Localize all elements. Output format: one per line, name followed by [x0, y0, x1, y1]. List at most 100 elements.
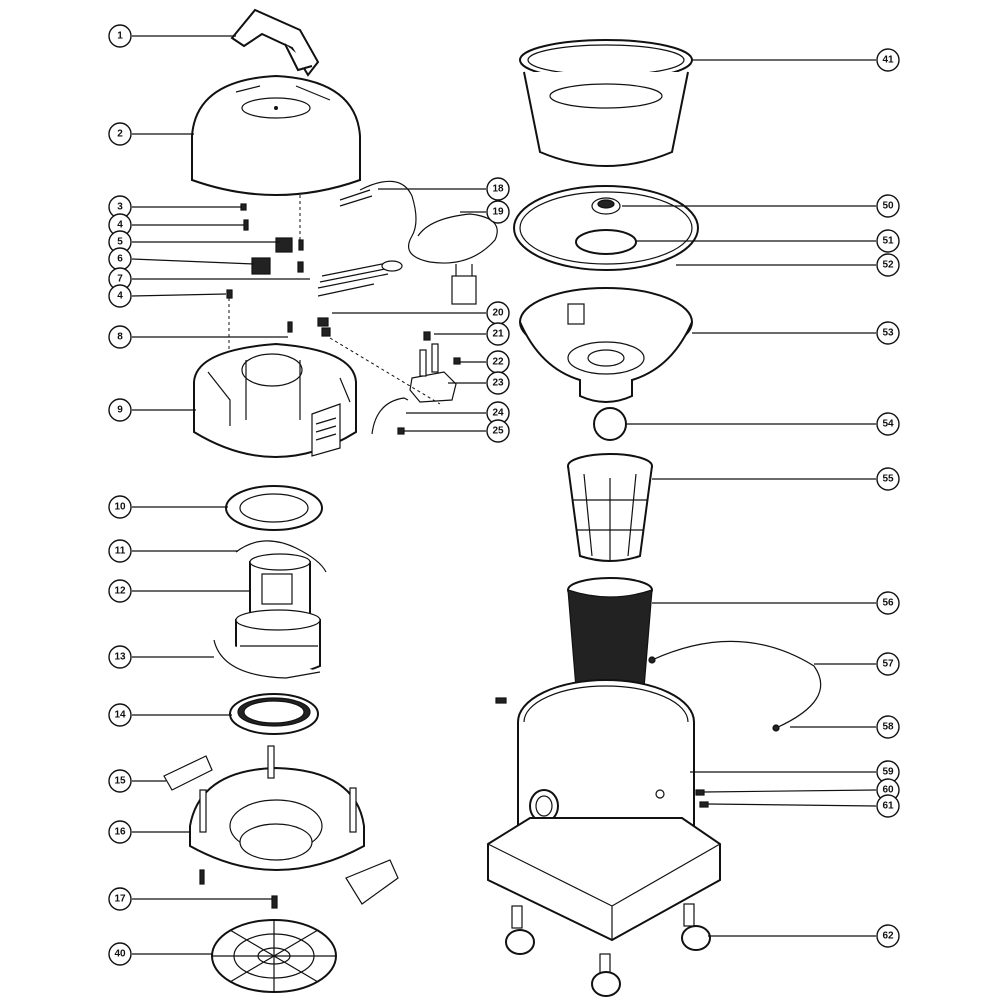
callout-58: 58: [790, 715, 900, 739]
part-caster-base: [487, 817, 721, 997]
callout-circle: [108, 24, 132, 48]
part-filter-basket: [519, 39, 693, 167]
part-funnel: [519, 287, 693, 403]
callout-circle: [876, 794, 900, 818]
callout-19: 19: [460, 200, 510, 224]
callout-8: 8: [108, 325, 288, 349]
callout-circle: [876, 253, 900, 277]
callout-22: 22: [460, 350, 510, 374]
part-lid-disc: [513, 185, 699, 271]
callout-number: 22: [492, 357, 504, 368]
callout-number: 6: [117, 254, 123, 265]
callout-circle: [876, 591, 900, 615]
callout-circle: [108, 284, 132, 308]
callout-41: 41: [692, 48, 900, 72]
callout-14: 14: [108, 703, 232, 727]
callout-50: 50: [622, 194, 900, 218]
callout-10: 10: [108, 495, 228, 519]
callout-number: 41: [882, 55, 894, 66]
callout-number: 2: [117, 129, 123, 140]
callout-17: 17: [108, 887, 272, 911]
callout-55: 55: [652, 467, 900, 491]
callout-circle: [108, 769, 132, 793]
callout-4: 4: [108, 284, 227, 308]
callout-circle: [108, 539, 132, 563]
callout-layer: 1234567489101112131415161740181920212223…: [108, 24, 900, 966]
callout-25: 25: [404, 419, 510, 443]
callout-number: 62: [882, 931, 894, 942]
callout-number: 14: [114, 710, 126, 721]
callout-23: 23: [448, 371, 510, 395]
callout-number: 58: [882, 722, 894, 733]
part-power-cord: [317, 180, 498, 305]
callout-circle: [108, 820, 132, 844]
part-motor-cover: [191, 74, 361, 196]
callout-54: 54: [626, 412, 900, 436]
callout-circle: [108, 887, 132, 911]
callout-circle: [108, 942, 132, 966]
callout-18: 18: [378, 177, 510, 201]
callout-number: 23: [492, 378, 504, 389]
callout-56: 56: [652, 591, 900, 615]
callout-number: 25: [492, 426, 504, 437]
part-motor-housing: [193, 342, 357, 458]
callout-circle: [876, 229, 900, 253]
callout-circle: [876, 48, 900, 72]
callout-number: 7: [117, 274, 123, 285]
callout-24: 24: [406, 401, 510, 425]
callout-number: 15: [114, 776, 126, 787]
callout-circle: [486, 322, 510, 346]
callout-number: 13: [114, 652, 126, 663]
part-mesh-filter: [567, 577, 653, 696]
callout-number: 20: [492, 308, 504, 319]
callout-51: 51: [636, 229, 900, 253]
callout-62: 62: [708, 924, 900, 948]
callout-5: 5: [108, 230, 280, 254]
callout-circle: [876, 652, 900, 676]
part-float-ball: [593, 407, 627, 441]
callout-circle: [108, 645, 132, 669]
callout-60: 60: [703, 778, 900, 802]
callout-circle: [108, 579, 132, 603]
callout-6: 6: [108, 247, 255, 271]
callout-number: 52: [882, 260, 894, 271]
callout-circle: [876, 194, 900, 218]
part-gasket-ring: [225, 485, 323, 531]
callout-circle: [108, 398, 132, 422]
callout-number: 24: [492, 408, 504, 419]
part-float-cage: [567, 453, 653, 562]
callout-circle: [486, 200, 510, 224]
callout-20: 20: [332, 301, 510, 325]
callout-53: 53: [692, 321, 900, 345]
callout-21: 21: [434, 322, 510, 346]
callout-number: 57: [882, 659, 894, 670]
leader-line: [703, 789, 877, 793]
leader-line: [131, 293, 227, 297]
callout-number: 4: [117, 291, 123, 302]
callout-number: 19: [492, 207, 504, 218]
callout-number: 3: [117, 202, 123, 213]
callout-number: 50: [882, 201, 894, 212]
part-motor-base: [163, 745, 399, 905]
part-motor: [213, 540, 327, 679]
callout-number: 17: [114, 894, 126, 905]
callout-11: 11: [108, 539, 238, 563]
callout-9: 9: [108, 398, 196, 422]
callout-circle: [876, 715, 900, 739]
callout-13: 13: [108, 645, 214, 669]
callout-number: 1: [117, 31, 123, 42]
part-switch-assembly: [317, 317, 461, 435]
callout-number: 18: [492, 184, 504, 195]
callout-1: 1: [108, 24, 236, 48]
callout-number: 61: [882, 801, 894, 812]
callout-16: 16: [108, 820, 190, 844]
callout-7: 7: [108, 267, 310, 291]
callout-circle: [486, 371, 510, 395]
callout-number: 60: [882, 785, 894, 796]
callout-number: 56: [882, 598, 894, 609]
callout-15: 15: [108, 769, 166, 793]
part-handle: [230, 8, 320, 77]
callout-number: 55: [882, 474, 894, 485]
callout-number: 53: [882, 328, 894, 339]
callout-61: 61: [707, 794, 900, 818]
